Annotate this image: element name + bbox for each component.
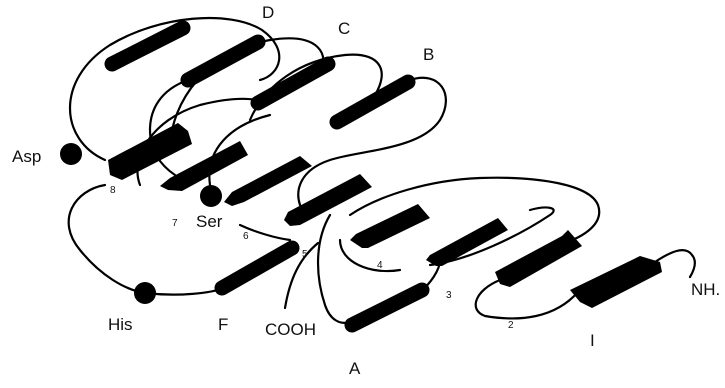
label-cooh: COOH bbox=[265, 320, 316, 339]
strand-4b bbox=[426, 218, 508, 266]
loop-4-a bbox=[318, 215, 350, 323]
label-helix-a: A bbox=[349, 359, 361, 378]
strand-2 bbox=[570, 256, 662, 308]
his-dot bbox=[134, 282, 156, 304]
label-his: His bbox=[108, 315, 133, 334]
helix-b bbox=[337, 82, 408, 122]
label-n6: 6 bbox=[243, 231, 249, 242]
helix-d-mid bbox=[188, 42, 258, 80]
label-n3: 3 bbox=[446, 290, 452, 301]
helix-c bbox=[258, 64, 328, 103]
label-n5: 5 bbox=[302, 249, 308, 260]
label-n7: 7 bbox=[172, 218, 178, 229]
label-helix-b: B bbox=[423, 45, 434, 64]
loop-his-f bbox=[145, 288, 225, 295]
loop-2-1 bbox=[476, 280, 578, 318]
loop-nh bbox=[655, 250, 695, 277]
label-helix-c: C bbox=[338, 19, 350, 38]
helix-f bbox=[222, 248, 292, 288]
strands bbox=[108, 123, 662, 308]
label-asp: Asp bbox=[12, 147, 41, 166]
helix-d-top bbox=[112, 28, 183, 64]
label-helix-d: D bbox=[262, 3, 274, 22]
label-n2: 2 bbox=[508, 320, 514, 331]
label-n8: 8 bbox=[110, 185, 116, 196]
label-n4: 4 bbox=[377, 260, 383, 271]
label-nh: NH. bbox=[691, 280, 720, 299]
label-helix-f: F bbox=[218, 315, 228, 334]
helix-a bbox=[352, 290, 422, 325]
strand-4 bbox=[350, 204, 430, 248]
ser-dot bbox=[200, 185, 222, 207]
asp-dot bbox=[60, 143, 82, 165]
loop-asp-his bbox=[69, 185, 145, 293]
label-strand-1: I bbox=[590, 331, 595, 350]
label-ser: Ser bbox=[196, 212, 223, 231]
